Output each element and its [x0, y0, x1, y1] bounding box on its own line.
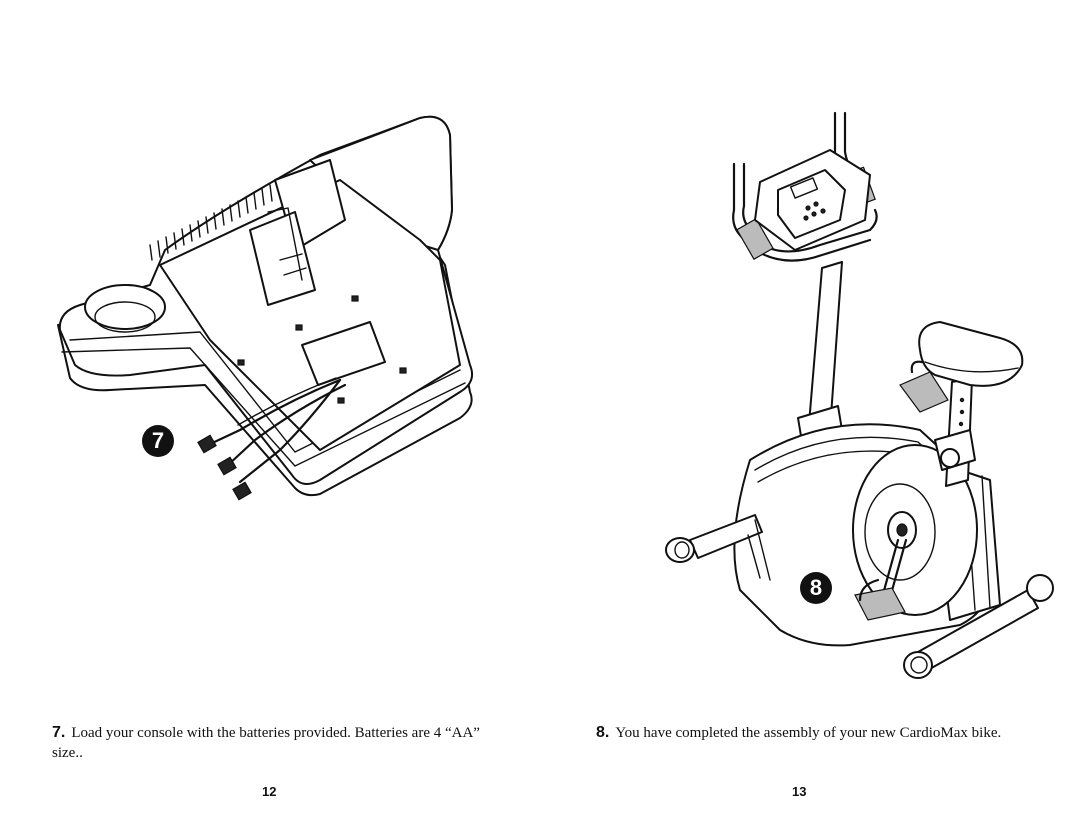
step-7-badge: 7	[142, 425, 174, 457]
exercise-bike-illustration	[665, 111, 1054, 679]
step-8-text: You have completed the assembly of your …	[615, 725, 1002, 741]
step-8-instruction: 8. You have completed the assembly of you…	[596, 723, 1056, 743]
console-battery-illustration	[57, 115, 473, 501]
step-8-number: 8.	[596, 724, 610, 741]
step-8-badge: 8	[800, 572, 832, 604]
page-right: 8 8. You have completed the assembly of y…	[540, 0, 1080, 834]
page-number-right: 13	[792, 784, 807, 799]
step-7-instruction: 7.Load your console with the batteries p…	[52, 723, 502, 763]
step-7-number: 7.	[52, 724, 66, 741]
page-number-left: 12	[262, 784, 277, 799]
page-left: 7 7.Load your console with the batteries…	[52, 115, 502, 799]
step-7-text: Load your console with the batteries pro…	[52, 725, 480, 761]
